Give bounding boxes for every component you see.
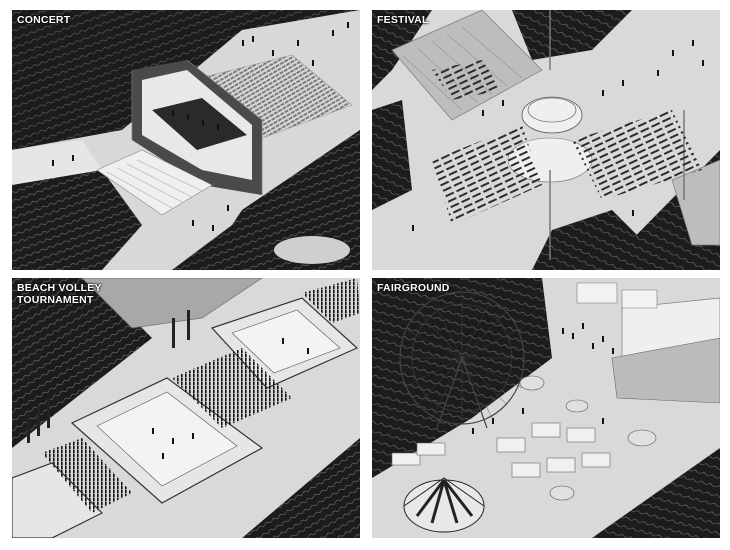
- concert-label: CONCERT: [17, 14, 71, 26]
- beach-volley-illustration: [12, 278, 360, 538]
- concert-illustration: [12, 10, 360, 270]
- ferris-wheel: [399, 291, 525, 429]
- festival-panel: FESTIVAL: [372, 10, 720, 270]
- circus-tent: [403, 477, 485, 533]
- fairground-crowd: [472, 323, 614, 434]
- fairground-illustration: [372, 278, 720, 538]
- beach-players: [152, 338, 309, 459]
- concert-crowd: [52, 22, 349, 231]
- festival-illustration: [372, 10, 720, 270]
- festival-label: FESTIVAL: [377, 14, 429, 26]
- concert-panel: CONCERT: [12, 10, 360, 270]
- fairground-label: FAIRGROUND: [377, 282, 450, 294]
- beach-volley-panel: BEACH VOLLEY TOURNAMENT: [12, 278, 360, 538]
- fairground-panel: FAIRGROUND: [372, 278, 720, 538]
- festival-crowd: [412, 40, 704, 231]
- beach-volley-label: BEACH VOLLEY TOURNAMENT: [17, 282, 102, 306]
